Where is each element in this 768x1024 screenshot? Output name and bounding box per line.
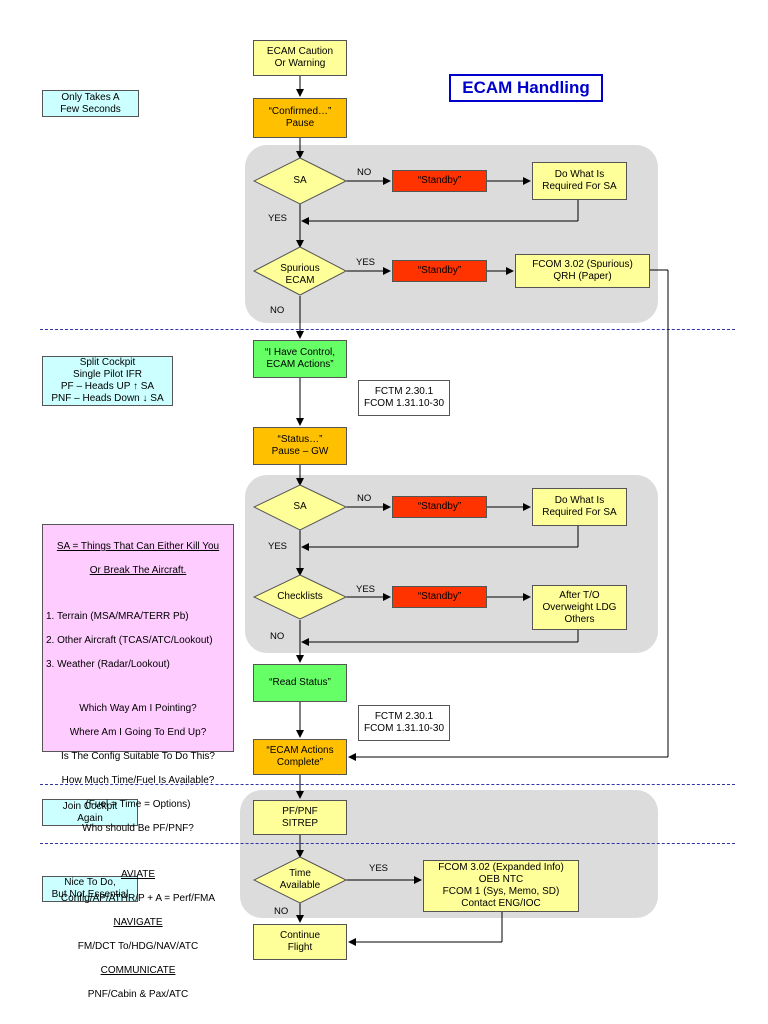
sa-decision-1-label: SA: [293, 175, 307, 186]
edge-label-yes-2: YES: [356, 257, 376, 268]
standby-box-2: “Standby”: [392, 260, 487, 282]
checklists-decision: [252, 574, 348, 620]
sa-question-1: Which Way Am I Pointing?: [79, 703, 197, 714]
sa-item-aircraft: 2. Other Aircraft (TCAS/ATC/Lookout): [46, 635, 213, 646]
ecam-caution-box: ECAM Caution Or Warning: [253, 40, 347, 76]
sa-question-2: Where Am I Going To End Up?: [69, 727, 207, 738]
standby-box-4: “Standby”: [392, 586, 487, 608]
reference-box-2: FCTM 2.30.1 FCOM 1.31.10-30: [358, 705, 450, 741]
sa-question-4: How Much Time/Fuel Is Available?: [61, 775, 215, 786]
edge-label-yes-3: YES: [268, 541, 288, 552]
edge-label-no-2: NO: [270, 305, 285, 316]
read-status-box: “Read Status”: [253, 664, 347, 702]
communicate-text: PNF/Cabin & Pax/ATC: [87, 989, 189, 1000]
sa-item-weather: 3. Weather (Radar/Lookout): [46, 659, 170, 670]
have-control-box: “I Have Control, ECAM Actions”: [253, 340, 347, 378]
note-join-cockpit: Join Cockpit Again: [42, 799, 138, 826]
sa-definition-box: SA = Things That Can Either Kill You Or …: [42, 524, 234, 1000]
time-available-decision-label: Time Available: [279, 868, 321, 891]
do-required-sa-box-2: Do What Is Required For SA: [532, 488, 627, 526]
spurious-decision-label: Spurious ECAM: [280, 263, 320, 286]
confirmed-pause-box: “Confirmed…” Pause: [253, 98, 347, 138]
time-available-decision: [252, 856, 348, 904]
edge-label-no-5: NO: [274, 906, 289, 917]
do-required-sa-box-1: Do What Is Required For SA: [532, 162, 627, 200]
note-few-seconds: Only Takes A Few Seconds: [42, 90, 139, 117]
standby-box-1: “Standby”: [392, 170, 487, 192]
separator-2: [40, 784, 735, 785]
after-to-box: After T/O Overweight LDG Others: [532, 585, 627, 630]
aviate-heading: AVIATE: [120, 869, 156, 880]
navigate-text: FM/DCT To/HDG/NAV/ATC: [77, 941, 199, 952]
edge-label-yes-1: YES: [268, 213, 288, 224]
reference-box-1: FCTM 2.30.1 FCOM 1.31.10-30: [358, 380, 450, 416]
sa-question-5: (Fuel = Time = Options): [85, 799, 191, 810]
navigate-heading: NAVIGATE: [113, 917, 163, 928]
sa-question-3: Is The Config Suitable To Do This?: [61, 751, 215, 762]
edge-label-no-1: NO: [357, 167, 372, 178]
communicate-heading: COMMUNICATE: [100, 965, 176, 976]
sa-question-6: Who should Be PF/PNF?: [82, 823, 194, 834]
note-nice-to-do: Nice To Do, But Not Essential: [42, 876, 138, 902]
edge-label-no-3: NO: [357, 493, 372, 504]
aviate-text: Config/AP/ATHR/P + A = Perf/FMA: [60, 893, 216, 904]
diagram-title: ECAM Handling: [449, 74, 603, 102]
sa-decision-2: [252, 484, 348, 531]
sa-decision-2-label: SA: [293, 501, 307, 512]
sitrep-box: PF/PNF SITREP: [253, 800, 347, 835]
edge-label-no-4: NO: [270, 631, 285, 642]
continue-flight-box: Continue Flight: [253, 924, 347, 960]
edge-label-yes-4: YES: [356, 584, 376, 595]
note-split-cockpit: Split Cockpit Single Pilot IFR PF – Head…: [42, 356, 173, 406]
sa-heading-2: Or Break The Aircraft.: [89, 565, 187, 576]
sa-heading-1: SA = Things That Can Either Kill You: [56, 541, 220, 552]
status-pause-box: “Status…” Pause – GW: [253, 427, 347, 465]
checklists-decision-label: Checklists: [277, 591, 323, 602]
sa-item-terrain: 1. Terrain (MSA/MRA/TERR Pb): [46, 611, 189, 622]
actions-complete-box: “ECAM Actions Complete”: [253, 739, 347, 775]
spurious-decision: [252, 246, 348, 296]
standby-box-3: “Standby”: [392, 496, 487, 518]
fcom-spurious-box: FCOM 3.02 (Spurious) QRH (Paper): [515, 254, 650, 288]
edge-label-yes-5: YES: [369, 863, 389, 874]
separator-1: [40, 329, 735, 330]
sa-decision-1: [252, 157, 348, 205]
fcom-expanded-box: FCOM 3.02 (Expanded Info) OEB NTC FCOM 1…: [423, 860, 579, 912]
separator-3: [40, 843, 735, 844]
